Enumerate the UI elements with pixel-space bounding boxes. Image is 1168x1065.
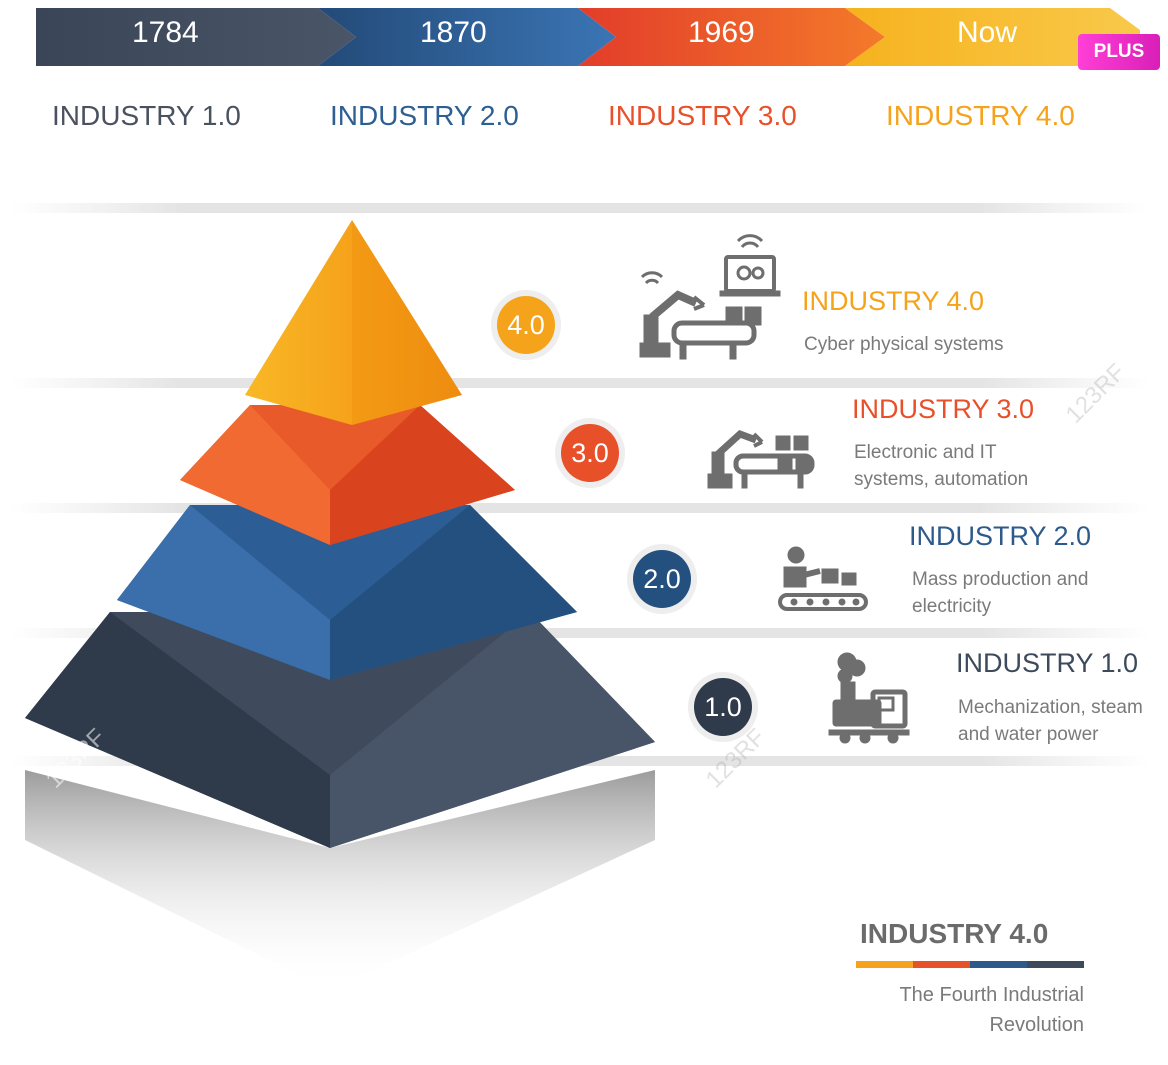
level-desc-3: Electronic and IT systems, automation	[854, 442, 1029, 490]
footer-title: INDUSTRY 4.0	[860, 918, 1049, 949]
pyramid-level-4	[245, 220, 462, 425]
shelf-line	[10, 628, 1150, 638]
level-title-3: INDUSTRY 3.0	[852, 394, 1035, 424]
era-label-2: INDUSTRY 2.0	[330, 100, 519, 131]
shelf-line	[10, 378, 1150, 388]
color-bar-segment-4	[856, 961, 913, 968]
shelf-line	[10, 503, 1150, 513]
pyramid	[25, 220, 655, 990]
pyramid-level-2	[117, 505, 577, 680]
era-label-3: INDUSTRY 3.0	[608, 100, 797, 131]
level-badge-3: 3.0	[561, 424, 619, 482]
era-label-4: INDUSTRY 4.0	[886, 100, 1075, 131]
timeline-ribbon	[36, 8, 1140, 66]
robot-arm-conveyor-wifi-computer-icon	[639, 234, 781, 360]
timeline-year-3: 1969	[688, 16, 755, 49]
timeline-segment-4	[845, 8, 1140, 66]
timeline-segment-1	[36, 8, 356, 66]
timeline-year-1: 1784	[132, 16, 199, 49]
pyramid-reflection	[25, 770, 655, 990]
pyramid-level-3	[180, 405, 515, 545]
timeline-year-2: 1870	[420, 16, 487, 49]
timeline-year-4: Now	[957, 16, 1018, 49]
level-desc-2: Mass production and electricity	[912, 569, 1089, 617]
timeline-segment-3	[578, 8, 885, 66]
footer-color-bar	[856, 961, 1084, 968]
level-desc-4: Cyber physical systems	[804, 334, 1004, 355]
plus-badge[interactable]: PLUS	[1078, 34, 1160, 70]
level-title-1: INDUSTRY 1.0	[956, 648, 1139, 678]
level-badge-2: 2.0	[633, 550, 691, 608]
level-badge-4: 4.0	[497, 296, 555, 354]
color-bar-segment-3	[913, 961, 970, 968]
timeline-segment-2	[318, 8, 616, 66]
color-bar-segment-2	[970, 961, 1027, 968]
shelf-line	[10, 203, 1150, 213]
level-title-2: INDUSTRY 2.0	[909, 521, 1092, 551]
era-label-1: INDUSTRY 1.0	[52, 100, 241, 131]
worker-conveyor-icon	[778, 546, 868, 611]
robot-arm-conveyor-icon	[707, 429, 815, 489]
level-badge-1: 1.0	[694, 678, 752, 736]
color-bar-segment-1	[1027, 961, 1084, 968]
steam-locomotive-icon	[828, 652, 910, 744]
level-title-4: INDUSTRY 4.0	[802, 286, 985, 316]
level-desc-1: Mechanization, steam and water power	[958, 697, 1143, 745]
pyramid-level-1	[25, 612, 655, 848]
footer-subtitle: The Fourth Industrial Revolution	[899, 984, 1084, 1036]
